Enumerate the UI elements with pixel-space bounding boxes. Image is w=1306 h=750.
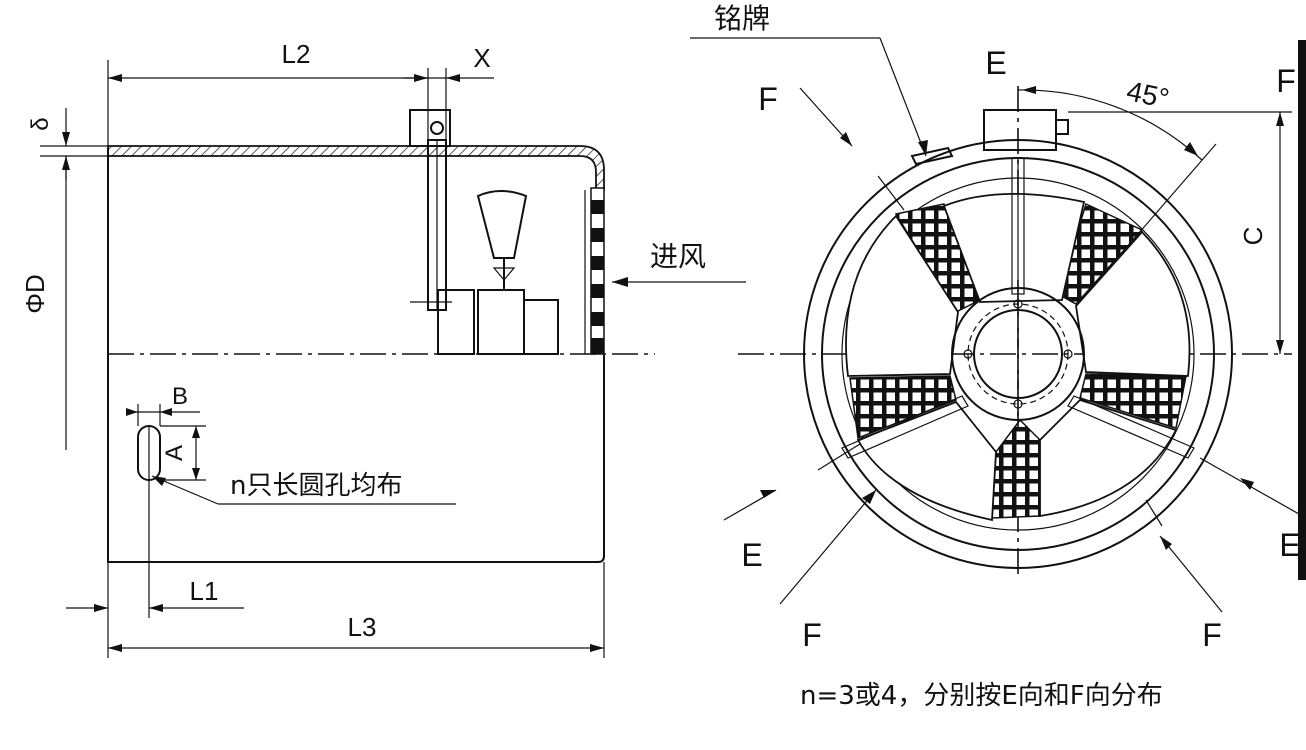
dir-F-bottomright: F [1202,617,1222,653]
motor-body-2 [477,289,525,355]
dir-E-right: E [1279,527,1300,563]
dir-F-topright: F [1276,63,1296,99]
side-view: L2 X δ ΦD B A n只长圆孔均布 [20,39,746,658]
dir-F-topleft: F [758,81,778,117]
angle-label: 45° [1124,75,1172,114]
dim-L2: L2 [282,39,311,69]
edge-bar [1298,40,1306,580]
dim-X: X [473,43,490,73]
casing-top-wall [107,145,605,191]
casing-outline [107,148,605,563]
dim-L3: L3 [348,612,377,642]
slot-note: n只长圆孔均布 [230,471,402,501]
dim-delta: δ [27,117,54,130]
dim-L1: L1 [190,576,219,606]
dim-A: A [161,445,188,461]
nameplate [910,146,954,166]
motor-body [437,289,475,355]
dir-E-left: E [741,537,762,573]
distribution-note: n=3或4，分别按E向和F向分布 [800,681,1163,711]
dim-C: C [1238,227,1268,246]
dir-E-top: E [985,45,1006,81]
inlet-label: 进风 [650,240,706,273]
dim-B: B [172,383,188,410]
terminal-box [983,109,1057,151]
guard-mesh [849,202,1187,519]
front-view: 铭牌 C 45° E E E F F F F n= [690,2,1306,711]
dim-phiD: ΦD [20,274,50,314]
outer-ring [803,139,1233,569]
inlet-ring-stripes [591,200,604,354]
dir-F-bottomleft: F [802,617,822,653]
nameplate-label: 铭牌 [714,2,770,35]
impeller-hub [476,190,528,259]
fan-blades [845,193,1191,522]
junction-box [409,109,451,147]
